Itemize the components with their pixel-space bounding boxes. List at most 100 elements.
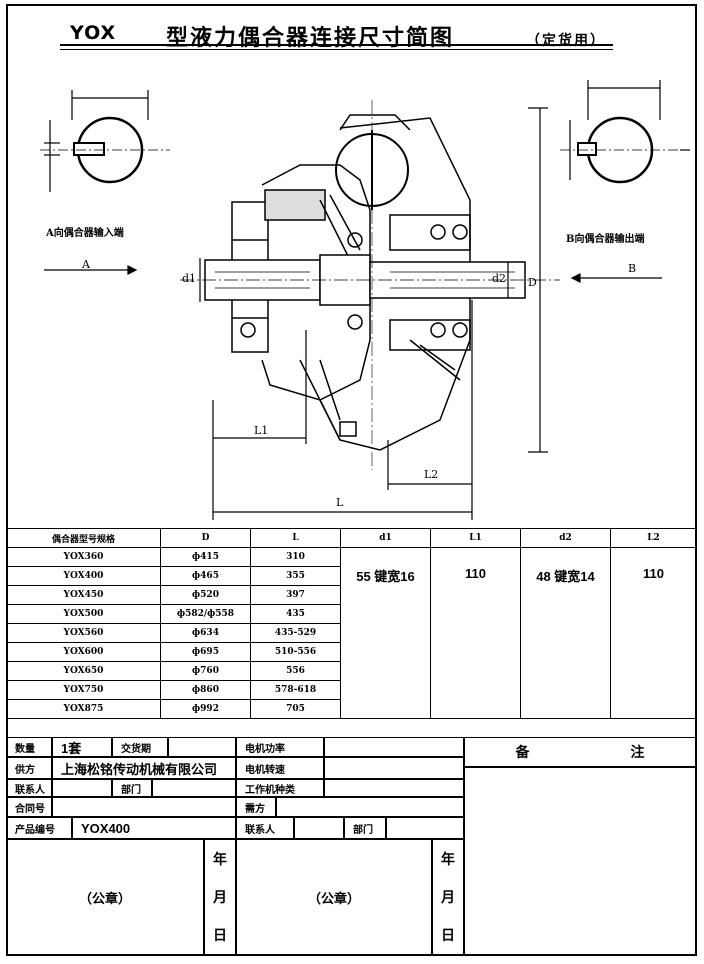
contract-label: 合同号 <box>6 797 52 817</box>
day-label-right: 日 <box>441 928 455 944</box>
dim-L2: L2 <box>424 468 439 481</box>
table-cell: ф520 <box>160 585 251 605</box>
buyer-dept-label: 部门 <box>344 817 386 839</box>
table-cell: YOX750 <box>6 680 161 700</box>
table-cell: 310 <box>250 547 341 567</box>
contact-field[interactable] <box>52 779 112 797</box>
buyer-dept-field[interactable] <box>386 817 464 839</box>
table-cell: ф465 <box>160 566 251 586</box>
year-label: 年 <box>213 852 227 868</box>
table-cell: 705 <box>250 699 341 719</box>
product-no-value[interactable]: YOX400 <box>72 817 236 839</box>
spec-header-cell: L2 <box>610 528 697 548</box>
remarks-label-1: 备 <box>515 745 530 761</box>
remarks-label-2: 注 <box>630 745 645 761</box>
contact-label: 联系人 <box>6 779 52 797</box>
motor-speed-field[interactable] <box>324 757 464 779</box>
order-form: 数量 1套 交货期 供方 上海松铭传动机械有限公司 联系人 部门 合同号 产品编… <box>6 737 696 955</box>
spec-L2-value: 110 <box>610 547 697 719</box>
delivery-label: 交货期 <box>112 737 168 757</box>
table-cell: ф860 <box>160 680 251 700</box>
table-cell: 397 <box>250 585 341 605</box>
buyer-field[interactable] <box>276 797 464 817</box>
title-underline-thin <box>60 49 613 50</box>
dim-d2: d2 <box>492 272 507 285</box>
delivery-field[interactable] <box>168 737 236 757</box>
input-end-label: A向偶合器输入端 <box>46 228 124 239</box>
spec-d1-value: 55 键宽16 <box>340 547 431 719</box>
product-no-label: 产品编号 <box>6 817 72 839</box>
seal-left: （公章） <box>6 839 204 955</box>
dim-D: D <box>528 276 537 289</box>
output-shaft-end-view <box>560 80 690 184</box>
month-label-right: 月 <box>441 890 455 906</box>
table-cell: ф760 <box>160 661 251 681</box>
table-cell: ф695 <box>160 642 251 662</box>
dept-field[interactable] <box>152 779 236 797</box>
table-cell: 435 <box>250 604 341 624</box>
table-cell: ф992 <box>160 699 251 719</box>
table-cell: YOX500 <box>6 604 161 624</box>
table-cell: 435-529 <box>250 623 341 643</box>
page-title: 型液力偶合器连接尺寸简图 <box>166 26 455 51</box>
machine-type-field[interactable] <box>324 779 464 797</box>
spec-L1-value: 110 <box>430 547 521 719</box>
spec-header-cell: d1 <box>340 528 431 548</box>
remarks-header: 备 注 <box>464 737 696 767</box>
coupling-drawing <box>40 80 690 520</box>
remarks-field[interactable] <box>464 767 696 955</box>
machine-type-label: 工作机种类 <box>236 779 324 797</box>
supplier-value[interactable]: 上海松铭传动机械有限公司 <box>52 757 236 779</box>
table-cell: YOX360 <box>6 547 161 567</box>
qty-value[interactable]: 1套 <box>52 737 112 757</box>
table-cell: YOX650 <box>6 661 161 681</box>
motor-speed-label: 电机转速 <box>236 757 324 779</box>
date-right: 年 月 日 <box>432 839 464 955</box>
table-cell: YOX560 <box>6 623 161 643</box>
seal-right: （公章） <box>236 839 432 955</box>
table-cell: YOX875 <box>6 699 161 719</box>
motor-power-label: 电机功率 <box>236 737 324 757</box>
dim-L1: L1 <box>254 424 269 437</box>
qty-label: 数量 <box>6 737 52 757</box>
spec-header-cell: L <box>250 528 341 548</box>
spec-d2-value: 48 键宽14 <box>520 547 611 719</box>
buyer-contact-field[interactable] <box>294 817 344 839</box>
table-cell: 355 <box>250 566 341 586</box>
buyer-label: 需方 <box>236 797 276 817</box>
dept-label: 部门 <box>112 779 152 797</box>
input-shaft-end-view <box>40 90 170 192</box>
year-label-right: 年 <box>441 852 455 868</box>
supplier-label: 供方 <box>6 757 52 779</box>
motor-power-field[interactable] <box>324 737 464 757</box>
table-cell: 578-618 <box>250 680 341 700</box>
title-block: YOX 型液力偶合器连接尺寸简图 （定货用） <box>6 6 697 51</box>
table-cell: ф634 <box>160 623 251 643</box>
table-cell: 510-556 <box>250 642 341 662</box>
buyer-contact-label: 联系人 <box>236 817 294 839</box>
table-cell: ф582/ф558 <box>160 604 251 624</box>
spec-header-cell: d2 <box>520 528 611 548</box>
table-cell: YOX400 <box>6 566 161 586</box>
title-model: YOX <box>70 22 117 44</box>
arrow-a-label: A <box>82 258 90 271</box>
coupling-section <box>204 114 526 451</box>
spec-header-cell: L1 <box>430 528 521 548</box>
arrow-b-label: B <box>628 262 637 275</box>
table-cell: YOX450 <box>6 585 161 605</box>
spec-header-cell: 偶合器型号规格 <box>6 528 161 548</box>
output-end-label: B向偶合器输出端 <box>566 234 645 245</box>
dim-d1: d1 <box>182 272 197 285</box>
contract-field[interactable] <box>52 797 236 817</box>
dim-L: L <box>336 496 344 509</box>
date-left: 年 月 日 <box>204 839 236 955</box>
